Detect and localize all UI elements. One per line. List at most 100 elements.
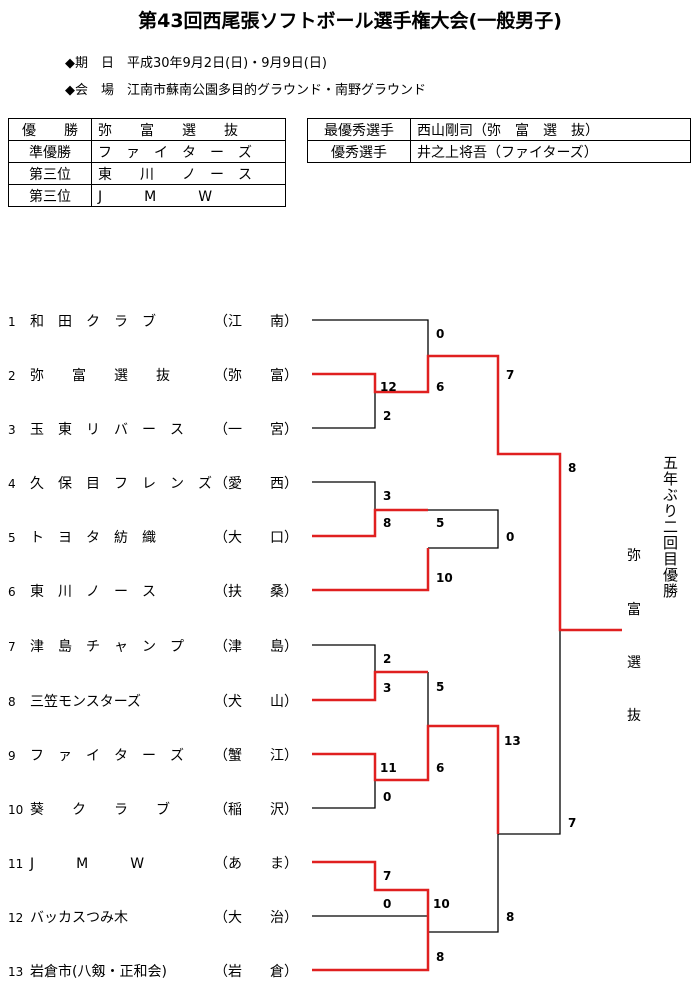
score: 5 [436,516,445,530]
bracket-win-line [312,860,430,932]
team-row: 3 玉 東 リ バ ー ス （一 宮） [8,419,298,439]
result-label: 優 勝 [8,118,92,141]
result-value: J M W [91,184,286,207]
team-area: （大 口） [214,530,298,546]
team-number: 10 [8,803,24,817]
team-area: （愛 西） [214,476,298,492]
score: 7 [568,816,577,830]
score: 7 [383,869,392,883]
champion-char: 抜 [627,708,641,724]
team-number: 7 [8,640,16,654]
score: 5 [436,680,445,694]
score: 10 [436,571,453,585]
bracket-win-line [312,724,500,834]
score: 8 [506,910,515,924]
team-row: 1 和 田 ク ラ ブ （江 南） [8,311,298,331]
bracket-line [312,392,376,429]
score: 0 [383,790,392,804]
awards-table: 最優秀選手西山剛司（弥 富 選 抜） 優秀選手井之上将吾（ファイターズ） [307,118,691,163]
team-number: 4 [8,477,16,491]
team-area: （蟹 江） [214,748,298,764]
team-area: （一 宮） [214,422,298,438]
page-title: 第43回西尾張ソフトボール選手権大会(一般男子) [138,10,562,32]
team-area: （あ ま） [214,856,298,872]
result-label: 第三位 [8,162,92,185]
score: 12 [380,380,397,394]
results-table: 優 勝弥 富 選 抜 準優勝フ ァ イ タ ー ズ 第三位東 川 ノ ー ス 第… [8,118,286,207]
champion-note: 五年ぶり二回目優勝 [661,455,679,599]
period-info: ◆期 日 平成30年9月2日(日)・9月9日(日) [65,56,327,71]
team-name: 三笠モンスターズ [30,694,142,710]
bracket-line [428,509,499,549]
team-name: バッカスつみ木 [30,910,128,926]
team-area: （江 南） [214,314,298,330]
score: 13 [504,734,521,748]
team-name: J M W [30,856,145,872]
team-number: 13 [8,965,24,979]
team-row: 10 葵 ク ラ ブ （稲 沢） [8,799,298,819]
bracket-win-line [312,932,430,972]
team-row: 4 久 保 目 フ レ ン ズ（愛 西） [8,473,298,493]
bracket-line [498,630,561,835]
score: 0 [383,897,392,911]
score: 2 [383,409,392,423]
team-row: 11 J M W （あ ま） [8,853,298,873]
result-row: 優 勝弥 富 選 抜 [8,118,286,141]
team-number: 1 [8,315,16,329]
score: 8 [436,950,445,964]
award-row: 優秀選手井之上将吾（ファイターズ） [307,140,691,163]
bracket-line [312,319,429,356]
score: 6 [436,380,445,394]
team-number: 12 [8,911,24,925]
bracket-win-line [312,508,428,538]
score: 6 [436,761,445,775]
score: 2 [383,652,392,666]
score: 10 [433,897,450,911]
team-name: 東 川 ノ ー ス [30,584,156,600]
champion-char: 弥 [627,548,641,564]
score: 8 [383,516,392,530]
venue-info: ◆会 場 江南市蘇南公園多目的グラウンド・南野グラウンド [65,83,426,98]
team-number: 3 [8,423,16,437]
team-name: 和 田 ク ラ ブ [30,314,156,330]
team-name: 津 島 チ ャ ン プ [30,639,184,655]
bracket-win-line [312,354,622,632]
bracket-win-line [312,548,430,592]
team-area: （津 島） [214,639,298,655]
team-number: 9 [8,749,16,763]
team-name: 弥 富 選 抜 [30,368,170,384]
team-name: 久 保 目 フ レ ン ズ [30,476,212,492]
score: 0 [436,327,445,341]
award-label: 優秀選手 [307,140,411,163]
score: 7 [506,368,515,382]
team-area: （稲 沢） [214,802,298,818]
team-name: 葵 ク ラ ブ [30,802,170,818]
team-row: 7 津 島 チ ャ ン プ （津 島） [8,636,298,656]
bracket-line [428,834,499,933]
team-number: 6 [8,585,16,599]
score: 11 [380,761,397,775]
award-value: 井之上将吾（ファイターズ） [410,140,691,163]
bracket-line [312,481,376,510]
result-value: 弥 富 選 抜 [91,118,286,141]
bracket-line [312,780,376,809]
team-name: ト ヨ タ 紡 織 [30,530,156,546]
result-row: 準優勝フ ァ イ タ ー ズ [8,140,286,163]
team-name: 玉 東 リ バ ー ス [30,422,184,438]
team-number: 2 [8,369,16,383]
score: 3 [383,681,392,695]
team-name: 岩倉市(八剱・正和会) [30,964,167,980]
bracket-line [312,644,376,672]
bracket-win-line [312,670,428,702]
result-label: 第三位 [8,184,92,207]
score: 3 [383,489,392,503]
team-number: 5 [8,531,16,545]
team-number: 11 [8,857,24,871]
